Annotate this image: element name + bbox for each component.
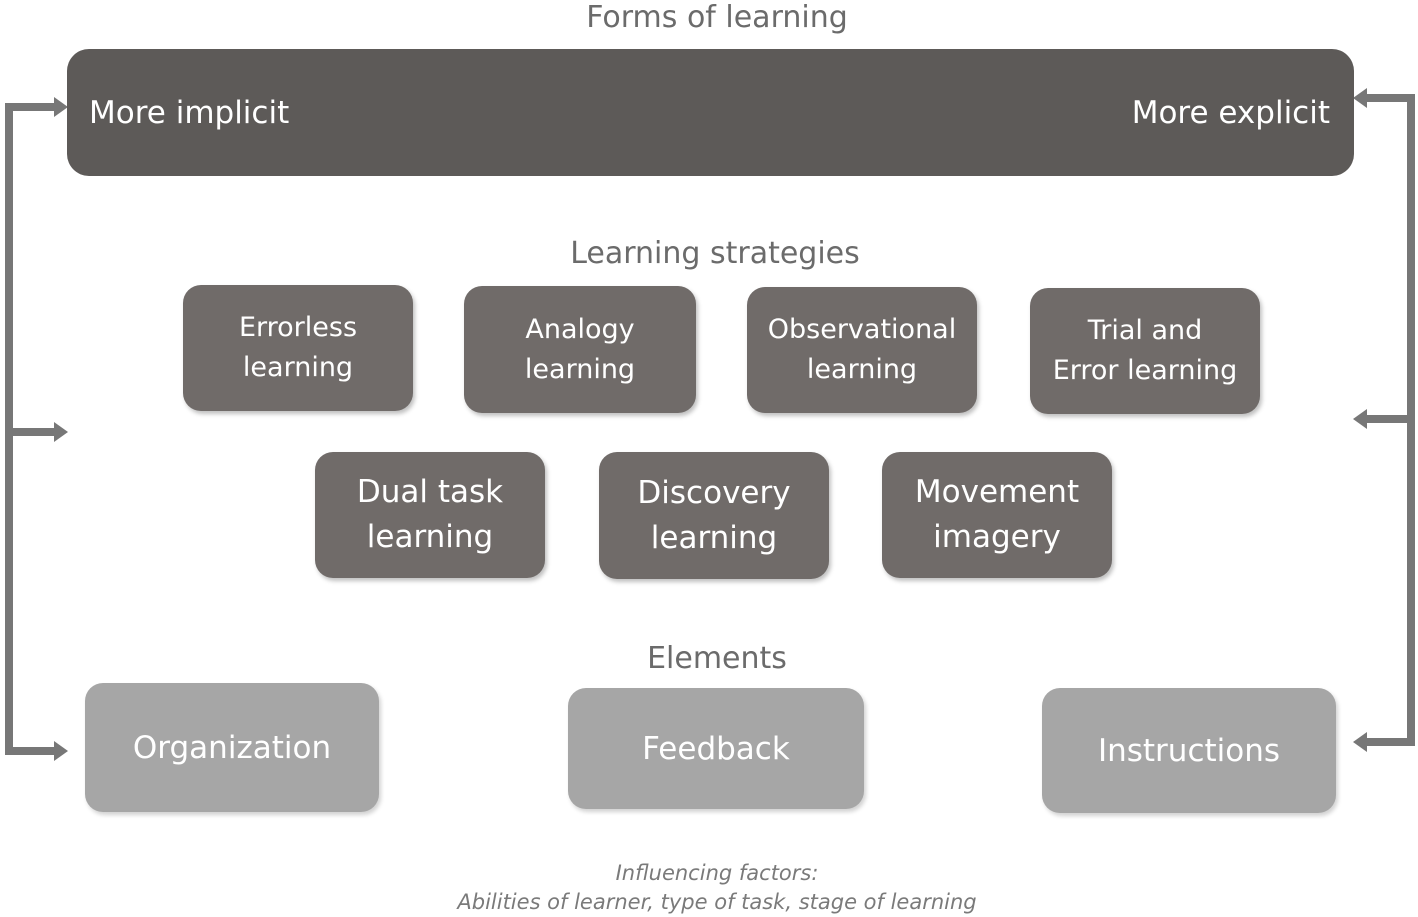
strategy-line1: Dual task [356,474,504,510]
strategy-line2: learning [242,352,354,383]
strategy-line2: imagery [933,519,1061,555]
strategy-movement-imagery: Movement imagery [882,452,1112,578]
strategy-line2: Error learning [1052,355,1238,386]
strategy-observational-learning: Observational learning [747,287,977,413]
arrow-head-right-bottom [1353,732,1367,752]
strategy-line1: Observational [767,314,957,345]
element-instructions: Instructions [1042,688,1336,813]
implicit-explicit-banner [67,49,1354,176]
more-explicit-label: More explicit [1131,95,1330,131]
strategy-line1: Movement [914,474,1080,510]
strategy-dual-task-learning: Dual task learning [315,452,545,578]
element-feedback: Feedback [568,688,864,809]
strategy-line1: Analogy [525,313,635,345]
influencing-factors-list: Abilities of learner, type of task, stag… [457,890,977,914]
arrow-head-left-middle [54,422,68,442]
strategy-errorless-learning: Errorless learning [183,285,413,411]
more-implicit-label: More implicit [89,95,290,131]
strategy-analogy-learning: Analogy learning [464,286,696,413]
arrow-head-left-top [54,97,68,117]
arrow-head-right-top [1353,88,1367,108]
influencing-factors-label: Influencing factors: [615,861,819,885]
learning-strategies-title: Learning strategies [570,236,860,271]
strategy-line1: Discovery [637,474,791,511]
strategy-line2: learning [806,354,918,385]
strategy-line1: Errorless [238,312,358,343]
strategy-line2: learning [650,519,778,556]
strategy-trial-and-error-learning: Trial and Error learning [1030,288,1260,414]
element-organization: Organization [85,683,379,812]
strategy-discovery-learning: Discovery learning [599,452,829,579]
arrow-head-right-middle [1353,409,1367,429]
arrow-head-left-bottom [54,741,68,761]
forms-of-learning-title: Forms of learning [586,0,848,35]
strategy-line1: Trial and [1087,315,1203,346]
elements-title: Elements [647,641,787,676]
strategy-line2: learning [366,519,494,555]
strategy-line2: learning [524,353,636,385]
